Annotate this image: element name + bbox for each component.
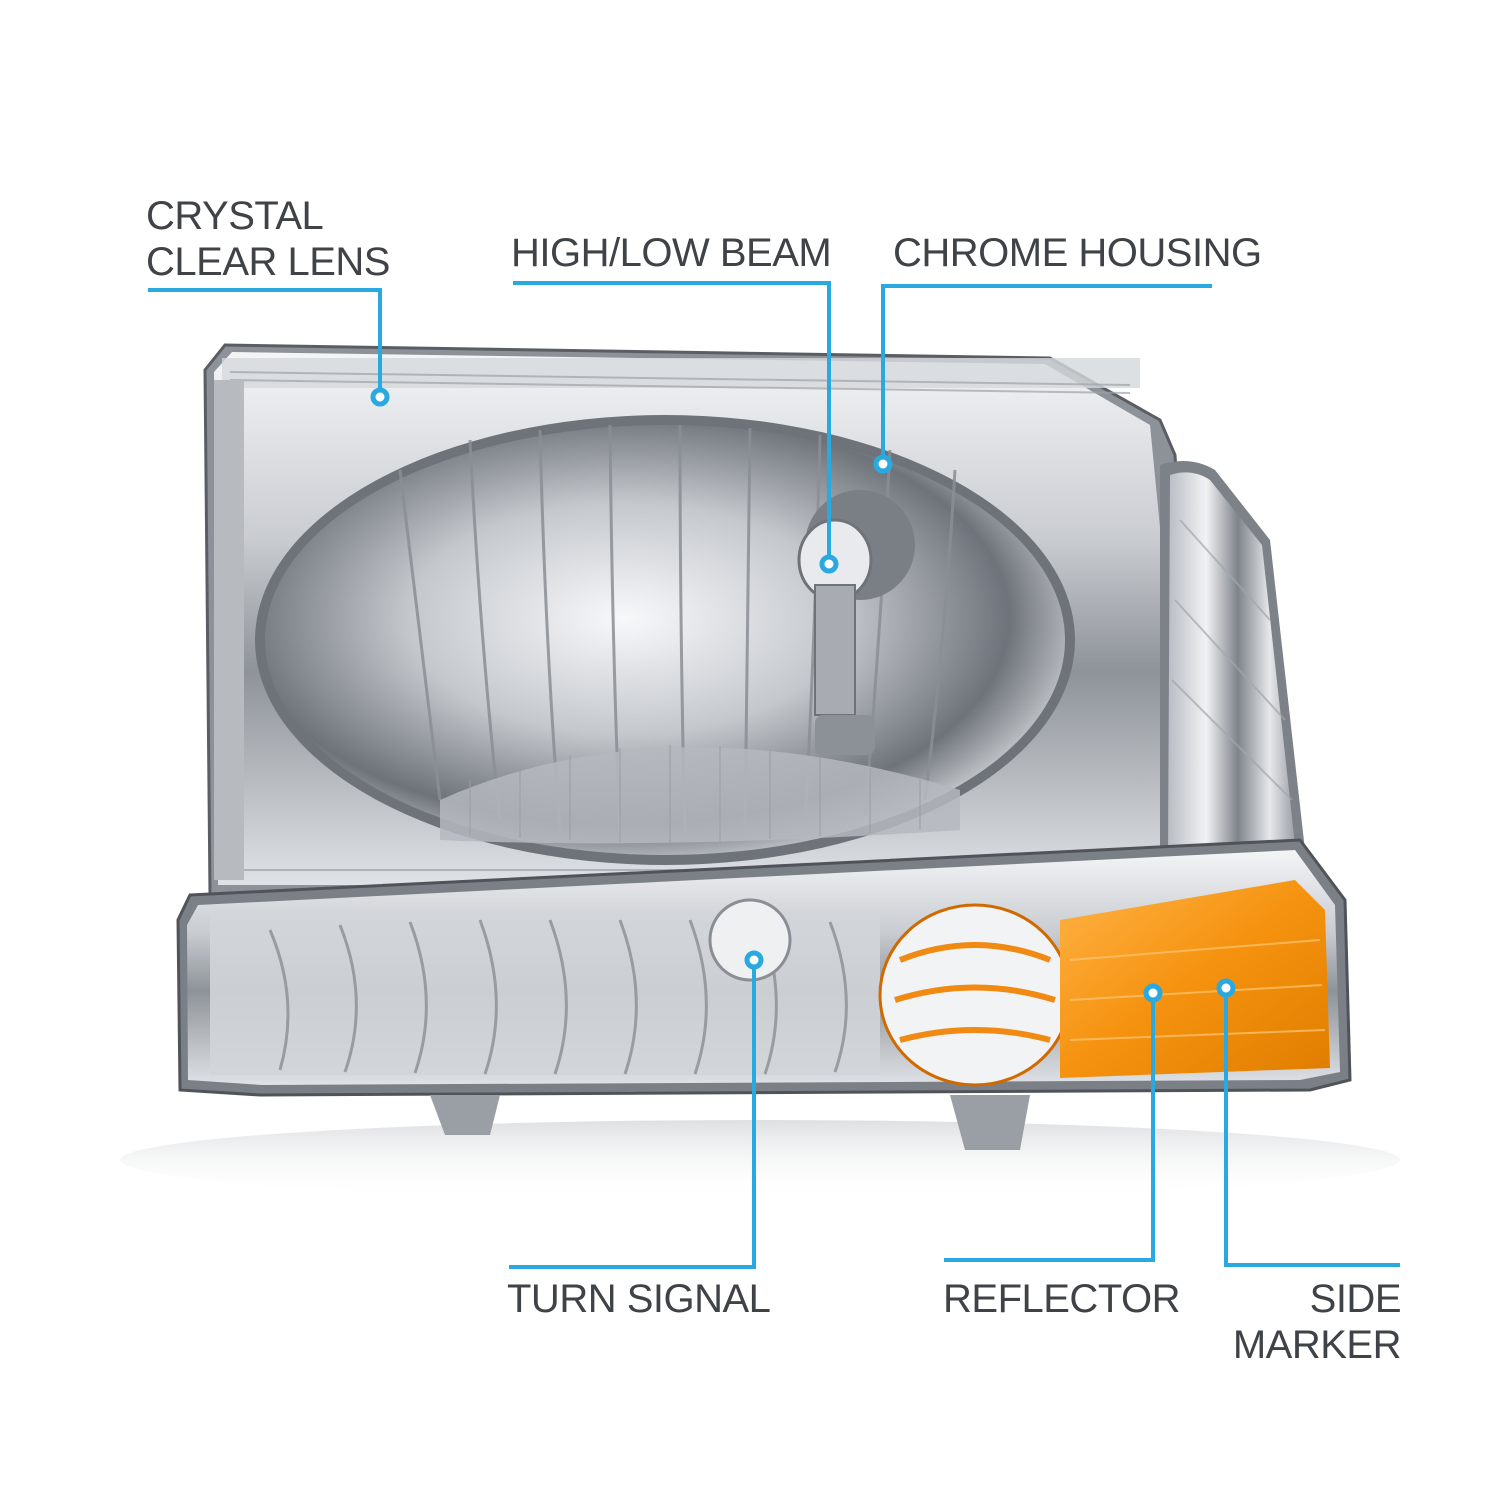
turn-signal-housing [176,838,1352,1150]
turn-signal-label: TURN SIGNAL [507,1277,771,1321]
high-low-beam-label: HIGH/LOW BEAM [511,231,832,275]
callout-lines [148,281,1400,1269]
turn-signal-dot [744,950,764,970]
reflector-label: REFLECTOR [943,1277,1181,1321]
side-marker-line2: MARKER [1232,1323,1402,1367]
crystal-clear-lens-label: CRYSTAL CLEAR LENS [146,193,390,285]
reflector-dot [1143,983,1163,1003]
chrome-housing-dot [873,454,893,474]
chrome-housing-leader [881,284,1212,457]
callout-dots [370,387,1236,1003]
floor-reflection [120,1120,1400,1200]
crystal-clear-lens-dot [370,387,390,407]
crystal-clear-lens-line2: CLEAR LENS [146,240,390,284]
turn-signal-line [509,965,756,1269]
side-marker-label: SIDE MARKER [1232,1276,1402,1368]
crystal-clear-lens-leader [148,288,382,390]
chrome-housing-label: CHROME HOUSING [893,231,1262,275]
side-marker-dot [1216,978,1236,998]
side-marker-leader [1224,993,1400,1267]
headlight-housing [203,343,1305,897]
high-low-beam-leader [513,281,831,557]
side-marker-line1: SIDE [1309,1277,1402,1321]
high-low-beam-dot [819,554,839,574]
reflector-leader [944,998,1155,1262]
crystal-clear-lens-line1: CRYSTAL [146,194,324,238]
